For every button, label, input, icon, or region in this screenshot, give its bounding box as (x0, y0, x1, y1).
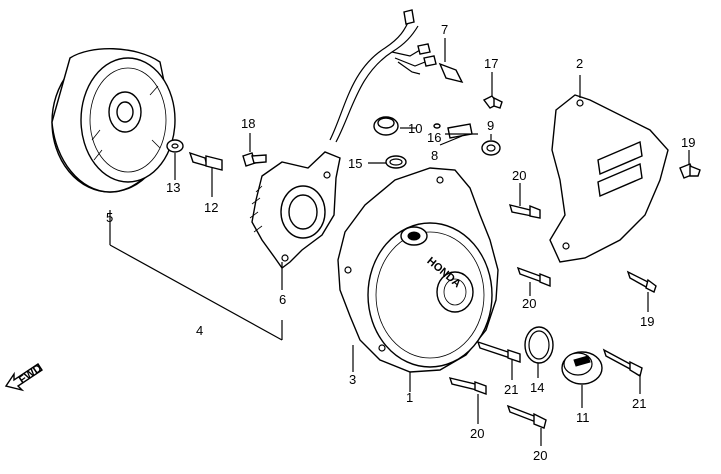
wire-harness-part (329, 9, 464, 143)
callout-15: 15 (348, 156, 362, 171)
callout-14: 14 (530, 380, 544, 395)
callout-19a: 19 (681, 135, 695, 150)
bolt-19b-part (626, 270, 657, 293)
callout-11: 11 (576, 410, 590, 425)
bolt-20b-part (516, 266, 551, 288)
callout-19b: 19 (640, 314, 654, 329)
callout-8: 8 (431, 148, 438, 163)
callout-3: 3 (349, 372, 356, 387)
callout-17: 17 (484, 56, 498, 71)
bolt-20c-part (448, 377, 487, 395)
callout-4: 4 (196, 323, 203, 338)
bolt-18-part (242, 152, 267, 167)
washer-part (166, 139, 184, 153)
bolt-20a-part (508, 204, 541, 219)
callout-12: 12 (204, 200, 218, 215)
bolt-21b-part (602, 348, 643, 378)
callout-20c: 20 (470, 426, 484, 441)
fwd-label: FWD (17, 362, 44, 386)
callout-13: 13 (166, 180, 180, 195)
stator-part (249, 151, 341, 269)
leader-lines (109, 38, 690, 446)
callout-18: 18 (241, 116, 255, 131)
callout-21b: 21 (632, 396, 646, 411)
callout-20a: 20 (512, 168, 526, 183)
callout-10: 10 (408, 121, 422, 136)
callout-labels: 5 4 6 13 12 18 3 1 2 7 17 10 16 8 9 15 2… (106, 22, 695, 463)
nut-part (188, 151, 223, 171)
callout-9: 9 (487, 118, 494, 133)
bolt-17-part (482, 95, 503, 109)
forward-arrow-icon: FWD (4, 362, 44, 392)
crankcase-cover-part: HONDA (337, 167, 499, 373)
callout-20b: 20 (522, 296, 536, 311)
cap-part (561, 351, 603, 385)
callout-2: 2 (576, 56, 583, 71)
callout-5: 5 (106, 210, 113, 225)
callout-21a: 21 (504, 382, 518, 397)
plug-part (373, 116, 407, 169)
callout-16: 16 (427, 130, 441, 145)
callout-6: 6 (279, 292, 286, 307)
bolt-20d-part (506, 404, 547, 429)
callout-1: 1 (406, 390, 413, 405)
sprocket-cover-part (549, 94, 669, 263)
callout-7: 7 (441, 22, 448, 37)
o-ring-part (524, 326, 554, 364)
callout-20d: 20 (533, 448, 547, 463)
flywheel-part (51, 48, 176, 193)
bolt-19a-part (679, 163, 701, 179)
bolt-21a-part (476, 340, 521, 363)
